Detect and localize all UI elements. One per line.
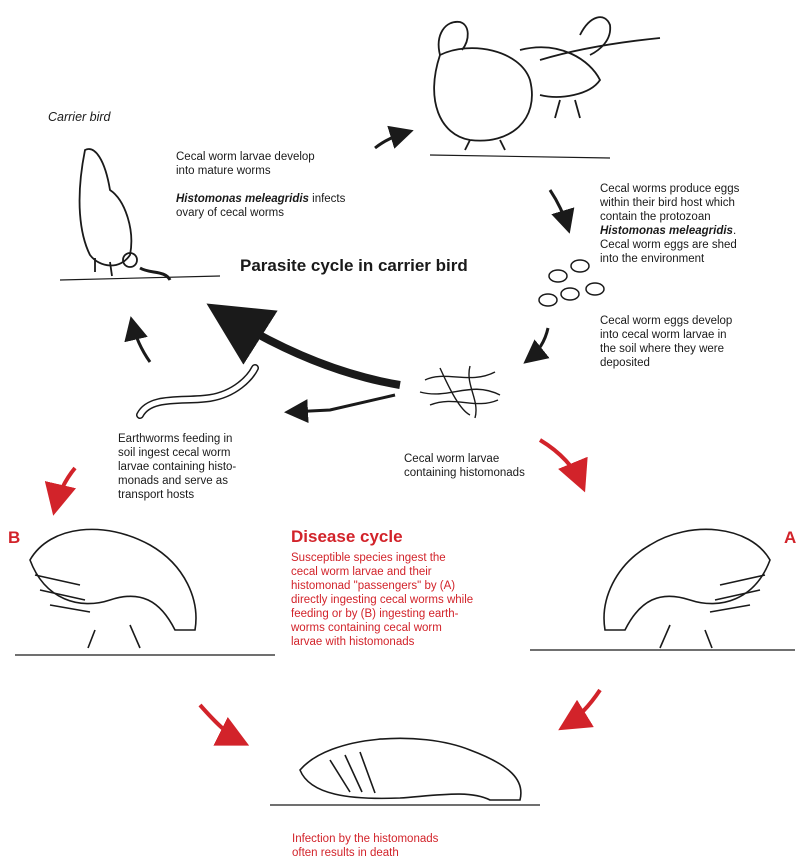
eggs-shed-text: Cecal worm eggs are shed into the enviro… <box>600 239 737 265</box>
disease-cycle-title: Disease cycle <box>291 527 403 547</box>
carrier-bird-label: Carrier bird <box>48 110 111 124</box>
label-a: A <box>784 528 796 548</box>
larvae-illustration <box>420 366 500 418</box>
turkey-b-illustration <box>15 529 275 655</box>
histomonas-name-1: Histomonas meleagridis <box>176 193 309 205</box>
develop-text: Cecal worm larvae develop into mature wo… <box>176 136 345 220</box>
histomonas-name-2: Histomonas meleagridis <box>600 225 733 237</box>
earthworm-illustration <box>140 368 255 415</box>
larvae-text: Cecal worm larvae containing histomonads <box>404 452 525 480</box>
pheasants-illustration <box>430 17 660 158</box>
eggs-text-line: Cecal worms produce eggs within their bi… <box>600 183 739 223</box>
disease-cycle-text: Susceptible species ingest the cecal wor… <box>291 551 473 649</box>
diagram-title: Parasite cycle in carrier bird <box>240 256 468 276</box>
develop-line: Cecal worm larvae develop into mature wo… <box>176 151 315 177</box>
label-b: B <box>8 528 20 548</box>
eggs-illustration <box>539 260 604 306</box>
eggs-develop-text: Cecal worm eggs develop into cecal worm … <box>600 314 732 370</box>
death-text: Infection by the histomonads often resul… <box>292 832 438 860</box>
earthworms-text: Earthworms feeding in soil ingest cecal … <box>118 432 236 502</box>
dying-turkey-illustration <box>270 738 540 805</box>
eggs-text: Cecal worms produce eggs within their bi… <box>600 168 739 266</box>
turkey-a-illustration <box>530 529 795 650</box>
